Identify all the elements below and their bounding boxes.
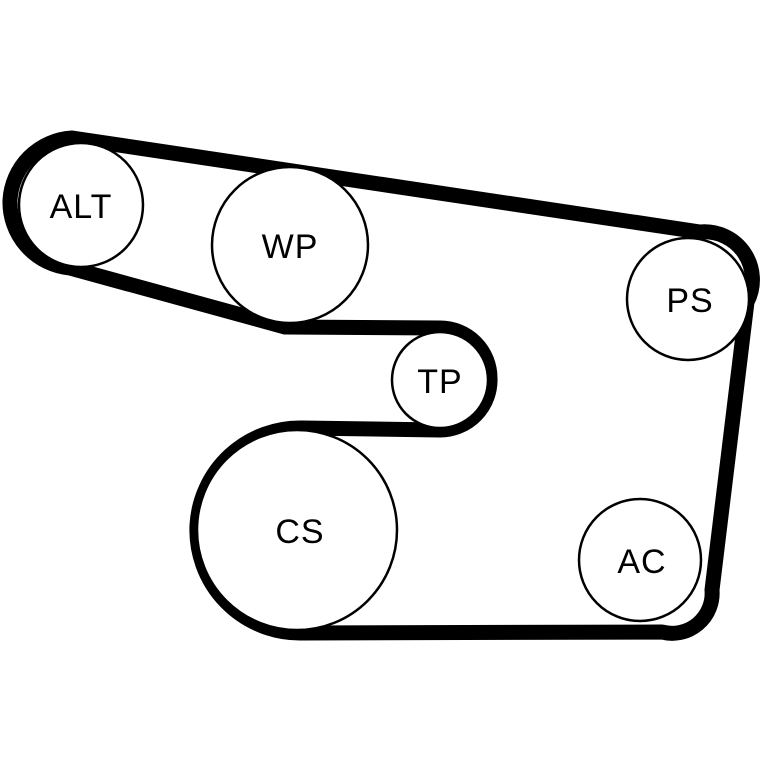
pulley-tp: TP [390,330,490,430]
pulley-wp: WP [210,165,370,325]
pulley-cs: CS [195,428,399,632]
pulley-label-cs: CS [275,513,324,551]
pulley-ps: PS [625,236,751,362]
pulley-label-ac: AC [617,543,666,581]
pulley-ac: AC [577,497,703,623]
pulley-label-tp: TP [417,363,462,401]
pulley-alt: ALT [17,141,145,269]
pulley-label-ps: PS [666,282,713,320]
pulley-label-wp: WP [262,228,319,266]
pulley-label-alt: ALT [50,188,113,226]
